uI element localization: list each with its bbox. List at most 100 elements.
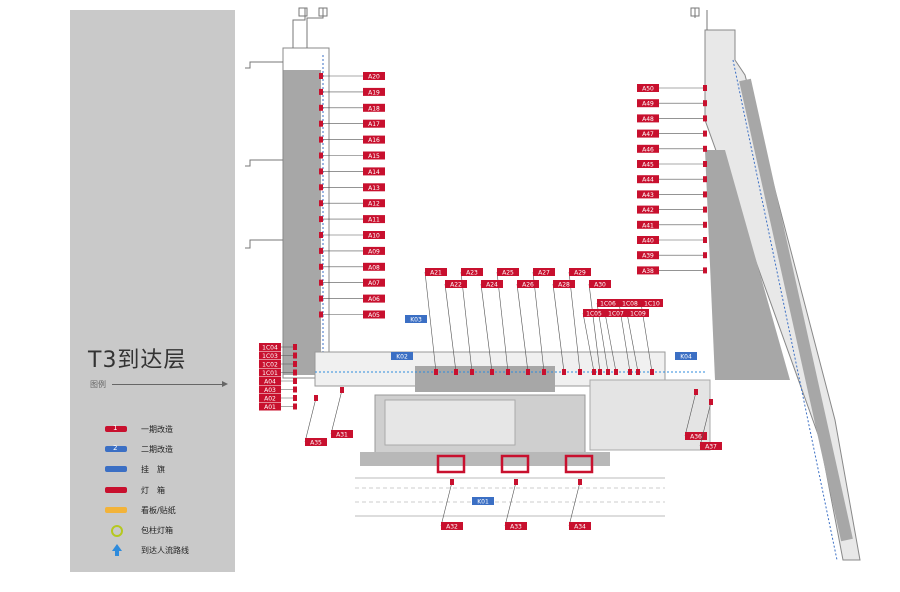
leader-line	[626, 312, 639, 373]
leader-line	[304, 397, 317, 443]
sign-label-K01: K01	[477, 499, 489, 506]
leader-line	[516, 283, 529, 373]
sign-label-A35-badge	[305, 438, 327, 446]
leader-line	[330, 389, 343, 435]
sign-marker	[319, 152, 323, 159]
sign-label-A11: A11	[368, 217, 380, 224]
sign-label-A14: A14	[368, 169, 380, 176]
sign-label-A21-badge	[425, 268, 447, 276]
sign-label-A01: A01	[264, 404, 276, 411]
sign-marker	[293, 378, 297, 384]
sign-marker	[293, 403, 297, 410]
sign-label-A19: A19	[368, 89, 380, 96]
sign-label-A43: A43	[642, 192, 654, 199]
leader-line	[684, 391, 697, 437]
leader-line	[504, 481, 517, 527]
sign-marker	[434, 369, 438, 375]
sign-label-A24-badge	[481, 280, 503, 288]
sign-label-1C09-badge	[627, 309, 649, 317]
sign-label-A28: A28	[558, 282, 570, 289]
sign-marker	[319, 232, 323, 238]
sign-label-1C05-badge	[583, 309, 605, 317]
sign-label-1C04: 1C04	[262, 345, 278, 352]
sign-marker	[703, 115, 707, 122]
arrow-icon	[222, 381, 228, 387]
sign-label-A35: A35	[310, 440, 322, 447]
sign-marker	[293, 386, 297, 393]
sign-label-1C03: 1C03	[262, 353, 278, 360]
left-pier-shade	[283, 70, 321, 375]
sign-label-K04: K04	[680, 354, 692, 361]
sign-label-A12: A12	[368, 201, 380, 208]
sign-marker	[578, 369, 582, 375]
sign-label-A44-badge	[637, 175, 659, 184]
leader-line	[582, 312, 595, 373]
sign-marker	[293, 395, 297, 401]
leader-line	[496, 271, 509, 373]
sign-marker	[314, 395, 318, 401]
sign-marker	[319, 200, 323, 207]
sign-label-A26-badge	[517, 280, 539, 288]
legend-heading: 图例	[90, 380, 106, 389]
sign-label-1C07-badge	[605, 309, 627, 317]
sign-label-A20-badge	[363, 72, 385, 80]
sign-marker	[293, 369, 297, 376]
sign-marker	[319, 168, 323, 175]
sign-marker	[470, 369, 474, 375]
sign-label-A07: A07	[368, 280, 380, 287]
sign-marker	[562, 369, 566, 375]
structure	[245, 7, 861, 561]
phase2-marker-icon	[105, 446, 127, 452]
sign-label-A28-badge	[553, 280, 575, 288]
highlight-box	[564, 454, 594, 474]
floor-title: T3到达层	[88, 348, 187, 373]
sign-marker	[703, 237, 707, 243]
sign-label-A01-badge	[259, 402, 281, 411]
sign-label-A23: A23	[466, 270, 478, 277]
sign-marker	[319, 104, 323, 111]
leader-line	[480, 283, 493, 373]
sign-label-A13-badge	[363, 183, 385, 192]
sign-marker	[703, 252, 707, 259]
sign-label-1C07: 1C07	[608, 311, 624, 318]
sign-marker	[703, 191, 707, 198]
sign-label-A17: A17	[368, 121, 380, 128]
sign-label-A18: A18	[368, 105, 380, 112]
lightbox-swatch-icon	[105, 487, 127, 493]
sign-label-A46: A46	[642, 146, 654, 153]
sign-label-A20: A20	[368, 74, 380, 81]
sign-label-A39-badge	[637, 251, 659, 260]
sign-marker	[578, 479, 582, 485]
sign-label-A43-badge	[637, 190, 659, 199]
sign-marker	[293, 361, 297, 367]
sign-label-A27: A27	[538, 270, 550, 277]
sign-marker	[703, 100, 707, 107]
sign-label-A22-badge	[445, 280, 467, 288]
sign-label-K03: K03	[410, 317, 422, 324]
sign-label-A09: A09	[368, 248, 380, 255]
sign-label-K04-badge	[675, 352, 697, 360]
sign-label-1C10-badge	[641, 299, 663, 307]
sign-label-A19-badge	[363, 87, 385, 96]
sign-marker	[514, 479, 518, 485]
sign-label-A14-badge	[363, 167, 385, 176]
sign-marker	[490, 369, 494, 375]
sign-label-A42: A42	[642, 207, 654, 214]
sign-label-A36-badge	[685, 432, 707, 440]
sign-marker	[319, 279, 323, 286]
sign-marker	[293, 344, 297, 350]
sign-label-1C02: 1C02	[262, 362, 278, 369]
sign-label-A27-badge	[533, 268, 555, 276]
sign-label-A50-badge	[637, 84, 659, 92]
sign-marker	[340, 387, 344, 393]
sign-label-A24: A24	[486, 282, 498, 289]
sign-marker	[709, 399, 713, 405]
sign-label-A31-badge	[331, 430, 353, 438]
left-top-connector	[292, 8, 324, 48]
sign-marker	[598, 369, 602, 375]
sign-marker	[703, 206, 707, 213]
sign-label-A31: A31	[336, 432, 348, 439]
sign-marker	[614, 369, 618, 375]
sign-label-A38-badge	[637, 266, 659, 275]
pillar-circle-icon	[111, 525, 123, 537]
